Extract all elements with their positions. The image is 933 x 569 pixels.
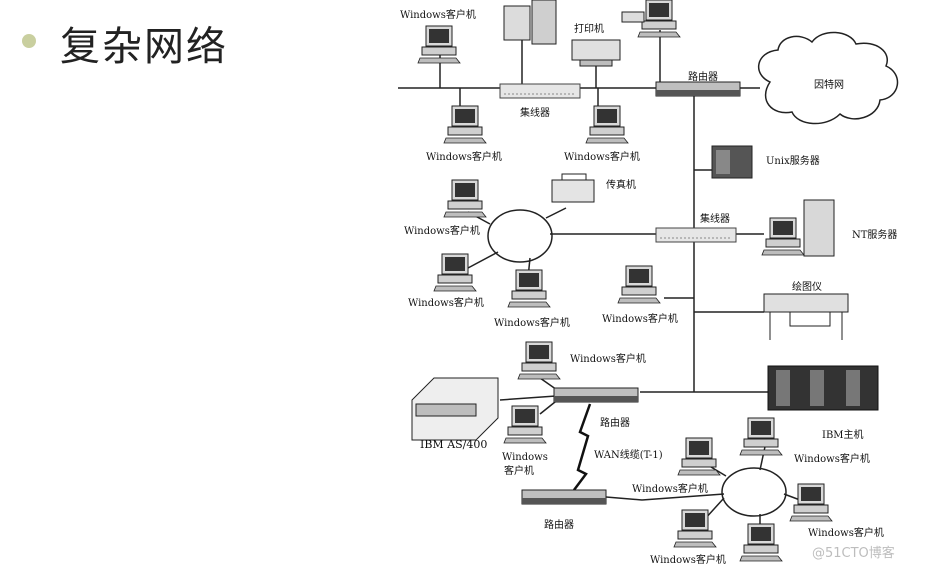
pc-icon [617,265,661,304]
label-nt: NT服务器 [852,228,897,241]
label-router-bottom: 路由器 [544,518,574,531]
label-plotter: 绘图仪 [792,280,822,293]
pc-icon [517,341,561,380]
pc-icon [417,25,461,64]
label-fax: 传真机 [606,178,636,191]
nt-server-icon [803,199,835,257]
pc-icon [789,483,833,522]
wan-link [573,403,592,491]
label-win-router2: Windows客户机 [570,352,646,365]
label-printer: 打印机 [574,22,604,35]
label-router-top: 路由器 [688,70,718,83]
pc-icon [503,405,547,444]
slide-title: 复杂网络 [60,24,228,70]
pc-icon [507,269,551,308]
router-icon [655,81,741,97]
pc-icon [739,523,783,562]
label-win-ring-left: Windows客户机 [404,224,480,237]
router-icon [521,489,607,505]
label-win-ring2-br: Windows客户机 [808,526,884,539]
label-internet: 因特网 [814,79,844,91]
pc-icon [761,217,805,256]
pc-icon [443,179,487,218]
pc-icon [673,509,717,548]
token-ring-2 [721,467,787,517]
fax-icon [551,179,595,203]
printer-icon [571,39,621,61]
label-ibm-main: IBM主机 [822,428,864,441]
label-wan: WAN线缆(T-1) [594,448,663,461]
label-win-lower-2: 客户机 [504,464,534,477]
label-win-ring2-left: Windows客户机 [632,482,708,495]
label-ibm-as400: IBM AS/400 [420,438,487,451]
label-win-lower-1: Windows [502,452,548,463]
label-win-ring-br: Windows客户机 [494,316,570,329]
label-router-mid: 路由器 [600,416,630,429]
tower-icon [503,5,531,41]
pc-icon [585,105,629,144]
label-win-ring2-tr: Windows客户机 [794,452,870,465]
label-win-ring2-bottom: Windows客户机 [650,553,726,566]
label-win-under-mid: Windows客户机 [564,150,640,163]
pc-icon [433,253,477,292]
pc-icon [739,417,783,456]
internet-cloud [757,31,899,125]
watermark: @51CTO博客 [812,546,895,561]
pc-icon [443,105,487,144]
label-win-under-left: Windows客户机 [426,150,502,163]
label-win-ring-bl: Windows客户机 [408,296,484,309]
hub-icon [499,83,581,99]
label-win-mid-right: Windows客户机 [602,312,678,325]
label-win-top-left: Windows客户机 [400,8,476,21]
label-hub-top: 集线器 [520,106,550,119]
token-ring-1 [487,209,553,263]
router-icon [553,387,639,403]
server-tower-icon [531,0,557,45]
label-unix: Unix服务器 [766,154,820,167]
bullet-dot [22,34,36,48]
plotter-icon [763,293,849,313]
hub-icon [655,227,737,243]
label-hub-mid: 集线器 [700,212,730,225]
